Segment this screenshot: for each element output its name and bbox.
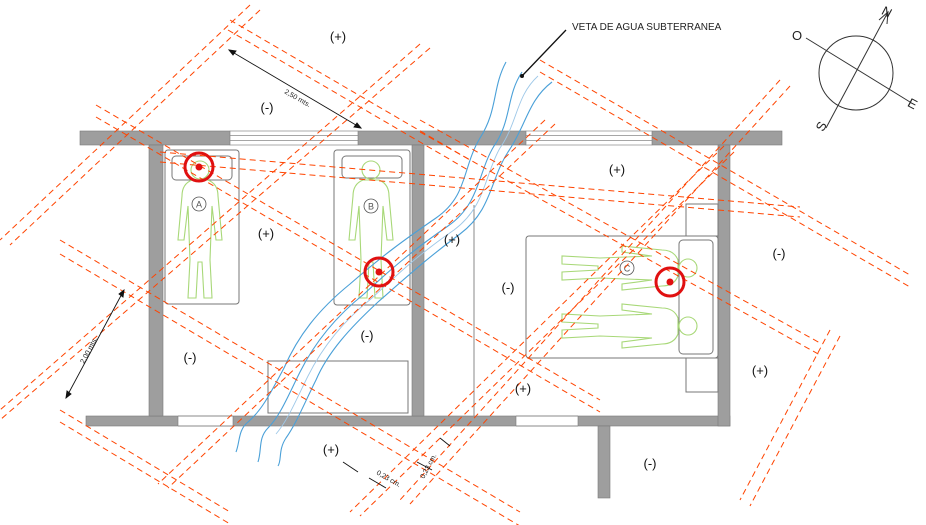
water-vein [235, 61, 553, 467]
compass-west: O [792, 28, 802, 43]
polarity-p1: (+) [330, 29, 346, 44]
top-wall-left [79, 130, 231, 146]
polarity-p10: (+) [752, 363, 768, 378]
polarity-p4: (+) [258, 226, 274, 241]
bed-a [164, 149, 240, 305]
person-labels: A B C [191, 196, 635, 276]
bed-b [333, 149, 411, 306]
bottom-wall-1 [85, 415, 179, 427]
polarity-p5: (+) [444, 232, 460, 247]
polarity-p7: (-) [502, 280, 515, 295]
grid-lines [0, 4, 911, 525]
compass: N O E S [792, 3, 920, 134]
grid-descending [59, 19, 911, 525]
vein-leader-line [521, 29, 567, 77]
dimension-label-023a: 0,23 cm. [375, 470, 402, 490]
bottom-wall-2 [232, 415, 517, 427]
person-label-a: A [196, 200, 202, 210]
top-wall-right [651, 130, 783, 146]
left-wall [148, 144, 164, 417]
polarity-signs: (+) (-) (+) (+) (+) (-) (-) (-) (-) (+) … [184, 29, 786, 471]
lower-right-wall-stub [597, 425, 611, 499]
polarity-p13: (-) [644, 456, 657, 471]
furniture [164, 149, 719, 414]
bottom-wall-3 [577, 415, 731, 427]
grid-ascending [0, 4, 841, 517]
target-circle-a [183, 151, 215, 183]
target-circle-c [654, 266, 686, 298]
dimension-label-200: 2,00 mts. [80, 336, 100, 365]
dimension-line-200 [65, 289, 125, 399]
compass-ring [818, 35, 894, 111]
polarity-p9: (-) [184, 350, 197, 365]
figure-c-lower [561, 303, 698, 349]
bed-c [525, 235, 719, 359]
dimension-line-250 [228, 49, 362, 129]
windows [229, 130, 653, 146]
vein-annotation: VETA DE AGUA SUBTERRANEA [520, 22, 722, 78]
dimensions [65, 49, 451, 489]
dimension-label-023b: 0,23 cm. [420, 453, 439, 480]
person-label-c: C [624, 264, 631, 274]
polarity-p11: (+) [515, 381, 531, 396]
pillow-b [341, 155, 403, 179]
human-figures [177, 160, 698, 349]
nightstand-top [685, 203, 719, 237]
walls [79, 130, 783, 499]
compass-west-east-axis [805, 37, 911, 103]
polarity-p6: (-) [773, 246, 786, 261]
polarity-p2: (-) [261, 100, 274, 115]
polarity-p8: (-) [361, 328, 374, 343]
figure-b [348, 160, 394, 299]
dimension-label-250: 2,50 mts. [283, 89, 311, 109]
pillow-c [678, 239, 714, 355]
compass-south: S [813, 119, 830, 134]
partitions [178, 205, 578, 427]
window-right [525, 130, 653, 146]
desk [267, 360, 409, 414]
right-wall [717, 144, 731, 427]
figure-a [177, 160, 223, 299]
nightstand-bottom [685, 357, 719, 393]
target-circles [183, 151, 686, 298]
middle-wall [411, 144, 425, 417]
compass-east: E [905, 95, 920, 112]
polarity-p12: (+) [323, 442, 339, 457]
vein-label: VETA DE AGUA SUBTERRANEA [572, 22, 722, 33]
person-label-b: B [368, 202, 374, 212]
polarity-p3: (+) [609, 162, 625, 177]
north-arrow-icon [878, 10, 889, 25]
window-left [229, 130, 359, 146]
compass-north-south-axis [825, 11, 889, 129]
target-circle-b [363, 256, 395, 288]
